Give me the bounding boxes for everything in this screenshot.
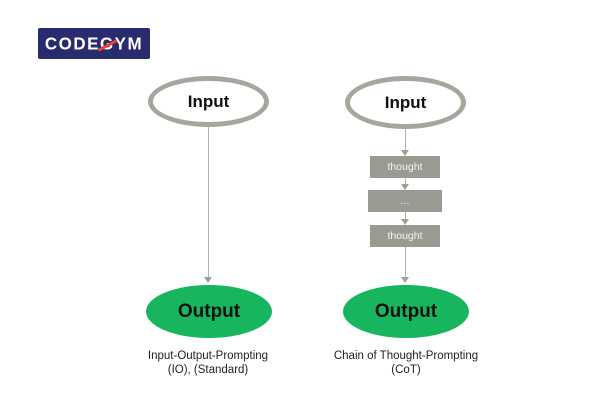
- codegym-logo: CODEGYM: [38, 28, 150, 59]
- cot-caption-line2: (CoT): [391, 364, 421, 376]
- cot-output-label: Output: [374, 300, 438, 322]
- cot-ellipsis-box: ...: [368, 190, 442, 212]
- cot-arrowhead-icon-3: [401, 219, 409, 225]
- io-caption-line1: Input-Output-Prompting: [147, 350, 269, 362]
- cot-arrowhead-icon-1: [401, 150, 409, 156]
- cot-output-node: Output: [343, 285, 469, 338]
- io-caption-line2: (IO), (Standard): [167, 364, 249, 376]
- io-arrowhead-icon: [204, 277, 212, 283]
- cot-thought-box-1: thought: [370, 156, 440, 178]
- cot-thought-label-2: thought: [387, 230, 423, 242]
- io-output-node: Output: [146, 285, 272, 338]
- cot-arrowhead-icon-4: [401, 277, 409, 283]
- codegym-logo-text: CODEGYM: [44, 33, 144, 54]
- io-input-node: Input: [148, 76, 269, 127]
- cot-ellipsis-label: ...: [400, 195, 410, 207]
- io-caption: Input-Output-Prompting (IO), (Standard): [103, 349, 313, 377]
- cot-thought-label-1: thought: [387, 161, 423, 173]
- io-connector-line: [208, 127, 209, 277]
- cot-connector-line-1: [405, 129, 406, 150]
- cot-caption-line1: Chain of Thought-Prompting: [333, 350, 479, 362]
- cot-connector-line-3: [405, 212, 406, 219]
- cot-thought-box-2: thought: [370, 225, 440, 247]
- cot-input-node: Input: [345, 76, 466, 129]
- cot-connector-line-2: [405, 178, 406, 184]
- io-input-label: Input: [187, 91, 230, 111]
- cot-caption: Chain of Thought-Prompting (CoT): [296, 349, 516, 377]
- cot-arrowhead-icon-2: [401, 184, 409, 190]
- io-output-label: Output: [177, 300, 241, 322]
- cot-input-label: Input: [384, 92, 427, 112]
- cot-connector-line-4: [405, 247, 406, 277]
